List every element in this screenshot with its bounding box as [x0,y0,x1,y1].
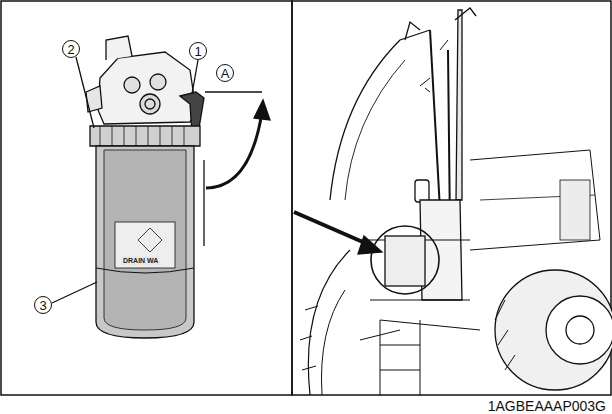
callout-letter: A [216,64,234,82]
sticker-text: DRAIN WA [121,256,160,265]
callout-number: 3 [34,296,52,314]
figure-code: 1AGBEAAAP003G [488,399,606,413]
callout-number: 2 [62,40,80,58]
callout-number: 1 [189,42,207,60]
